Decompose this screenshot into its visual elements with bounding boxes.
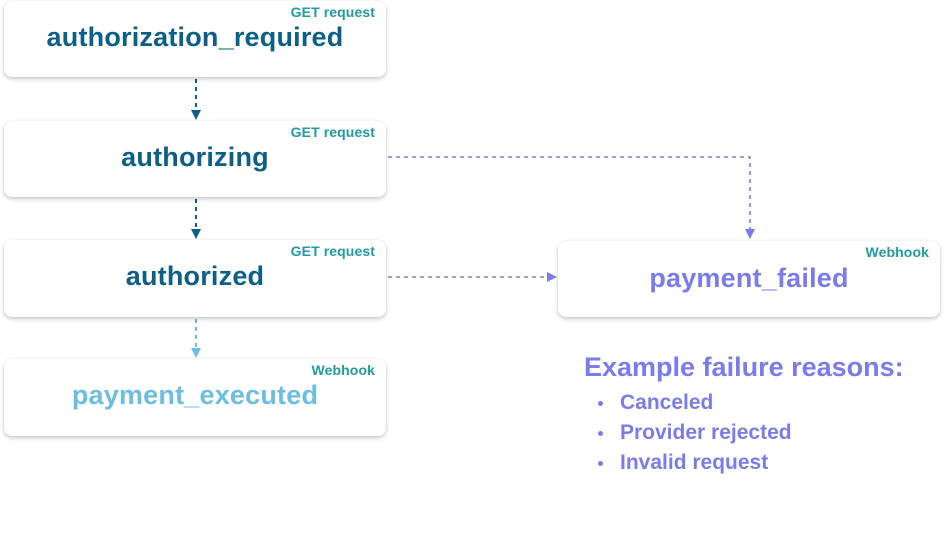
failure-reasons-list: Canceled Provider rejected Invalid reque… <box>584 388 934 478</box>
list-item-text: Invalid request <box>620 451 769 474</box>
node-authorizing: GET request authorizing <box>4 121 386 197</box>
request-type-tag: GET request <box>290 124 375 140</box>
arrow-authorizing-to-authorized <box>191 199 201 239</box>
node-authorization-required: GET request authorization_required <box>4 1 386 77</box>
node-authorized: GET request authorized <box>4 240 386 317</box>
request-type-tag: GET request <box>290 4 375 20</box>
status-label: payment_executed <box>71 380 319 410</box>
failure-reasons: Example failure reasons: Canceled Provid… <box>584 350 934 478</box>
arrow-authorized-to-executed <box>191 319 201 358</box>
list-item-text: Canceled <box>620 391 714 414</box>
bullet-icon <box>598 461 603 466</box>
status-label: authorizing <box>121 142 269 172</box>
status-label: payment_failed <box>649 263 849 293</box>
arrow-authorized-to-failed <box>388 272 557 282</box>
request-type-tag: Webhook <box>865 244 929 260</box>
request-type-tag: Webhook <box>311 362 375 378</box>
node-payment-failed: Webhook payment_failed <box>558 241 940 317</box>
arrow-required-to-authorizing <box>191 79 201 120</box>
failure-reasons-title: Example failure reasons: <box>584 352 904 382</box>
request-type-tag: GET request <box>290 243 375 259</box>
bullet-icon <box>598 431 603 436</box>
list-item-text: Provider rejected <box>620 421 792 444</box>
list-item: Canceled <box>584 388 934 418</box>
arrow-authorizing-to-failed <box>388 156 755 239</box>
status-label: authorized <box>125 261 265 291</box>
status-label: authorization_required <box>46 22 344 52</box>
list-item: Invalid request <box>584 448 934 478</box>
list-item: Provider rejected <box>584 418 934 448</box>
bullet-icon <box>598 401 603 406</box>
node-payment-executed: Webhook payment_executed <box>4 359 386 436</box>
